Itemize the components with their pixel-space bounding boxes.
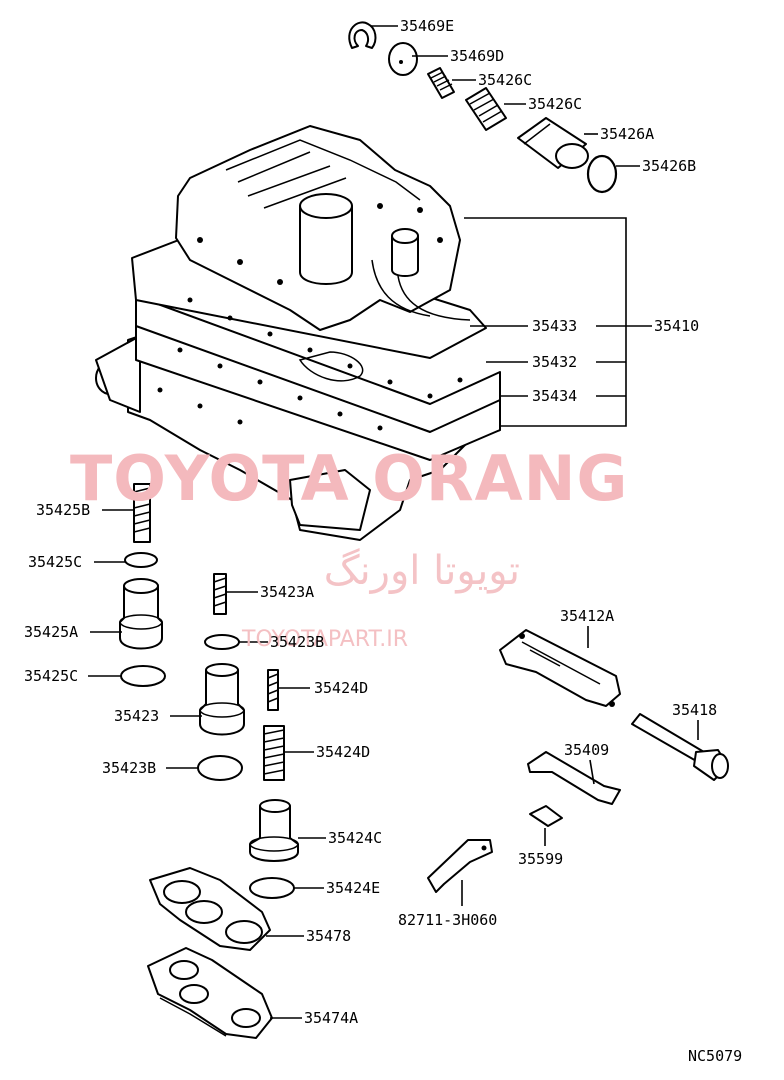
label-35426C-b: 35426C [528, 95, 582, 113]
o-ring-35423B-upper [204, 634, 240, 650]
label-35426A: 35426A [600, 125, 654, 143]
accumulator-piston-part [517, 117, 589, 169]
label-35474A: 35474A [304, 1009, 358, 1027]
label-82711-3H060: 82711-3H060 [398, 911, 497, 929]
label-35409: 35409 [564, 741, 609, 759]
spring-plate-35409-part [527, 751, 621, 805]
label-35426B: 35426B [642, 157, 696, 175]
bracket-82711-part [427, 839, 493, 893]
piston-35424C-part [249, 799, 299, 862]
o-ring-35425C-upper [124, 552, 158, 568]
watermark-brand: TOYOTA ORANG [70, 442, 628, 515]
label-35424C: 35424C [328, 829, 382, 847]
label-35469D: 35469D [450, 47, 504, 65]
spring-35423A-part [213, 573, 227, 615]
sleeve-35418-part [631, 713, 729, 781]
small-spring-part [427, 67, 455, 99]
piston-35423-part [199, 663, 245, 736]
label-35412A: 35412A [560, 607, 614, 625]
label-35410: 35410 [654, 317, 699, 335]
o-ring-part [586, 154, 618, 194]
label-35423B-a: 35423B [270, 633, 324, 651]
o-ring-35424E [249, 877, 295, 899]
label-35423A: 35423A [260, 583, 314, 601]
label-35425B: 35425B [36, 501, 90, 519]
valve-body-assembly [95, 125, 501, 541]
watermark-url: TOYOTAPART.IR [241, 627, 408, 652]
label-35423: 35423 [114, 707, 159, 725]
label-35434: 35434 [532, 387, 577, 405]
cover-35474A-part [147, 947, 273, 1039]
label-35424E: 35424E [326, 879, 380, 897]
valve-35412A-part [499, 629, 621, 707]
o-ring-35423B-lower [197, 755, 243, 781]
bracket-35410 [464, 217, 652, 427]
gasket-35478-part [149, 867, 271, 951]
label-35432: 35432 [532, 353, 577, 371]
label-35433: 35433 [532, 317, 577, 335]
label-35425A: 35425A [24, 623, 78, 641]
spring-35425B-part [133, 483, 151, 543]
spring-35424D-large-part [263, 725, 285, 781]
watermark-farsi: تویوتا اورنگ [324, 548, 520, 594]
snap-ring-part [348, 21, 377, 49]
label-35424D-a: 35424D [314, 679, 368, 697]
label-35418: 35418 [672, 701, 717, 719]
spring-35424D-small-part [267, 669, 279, 711]
label-35425C-a: 35425C [28, 553, 82, 571]
o-ring-35425C-lower [120, 665, 166, 687]
label-35423B-b: 35423B [102, 759, 156, 777]
label-35478: 35478 [306, 927, 351, 945]
label-35425C-b: 35425C [24, 667, 78, 685]
large-spring-part [465, 87, 507, 131]
piston-35425A-part [119, 578, 163, 650]
diagram-code: NC5079 [688, 1047, 742, 1065]
clip-35599-part [529, 805, 563, 827]
leader-lines [88, 25, 699, 1019]
label-35599: 35599 [518, 850, 563, 868]
label-35426C-a: 35426C [478, 71, 532, 89]
label-35469E: 35469E [400, 17, 454, 35]
disc-plate-part [388, 42, 418, 76]
label-35424D-b: 35424D [316, 743, 370, 761]
